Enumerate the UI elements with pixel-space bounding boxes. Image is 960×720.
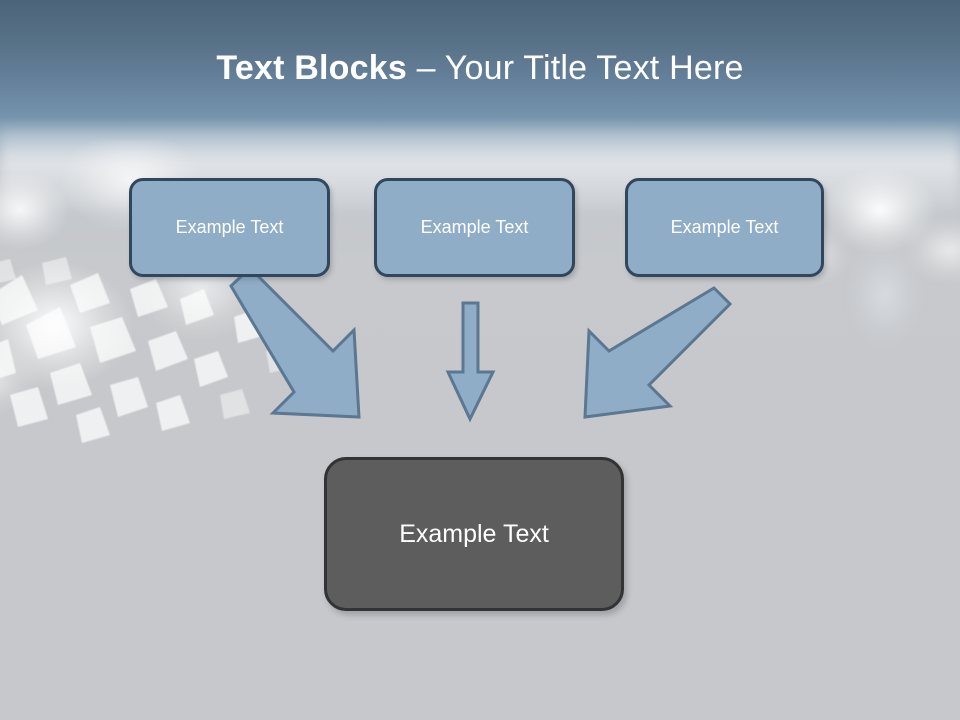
top-box-3-label: Example Text <box>670 217 779 237</box>
title-light-text: Your Title Text Here <box>444 49 744 87</box>
top-box-3[interactable]: Example Text <box>625 178 824 277</box>
bottom-box-label: Example Text <box>399 519 549 548</box>
bottom-box[interactable]: Example Text <box>324 457 624 611</box>
title-strong-text: Text Blocks <box>216 49 407 87</box>
top-box-1-label: Example Text <box>175 217 284 237</box>
title-separator: – <box>406 49 445 87</box>
page-title: Text Blocks – Your Title Text Here <box>0 48 960 89</box>
top-box-1[interactable]: Example Text <box>129 178 330 277</box>
top-box-2-label: Example Text <box>420 217 529 237</box>
background-crystal-facets-left <box>0 257 294 443</box>
top-box-2[interactable]: Example Text <box>374 178 575 277</box>
